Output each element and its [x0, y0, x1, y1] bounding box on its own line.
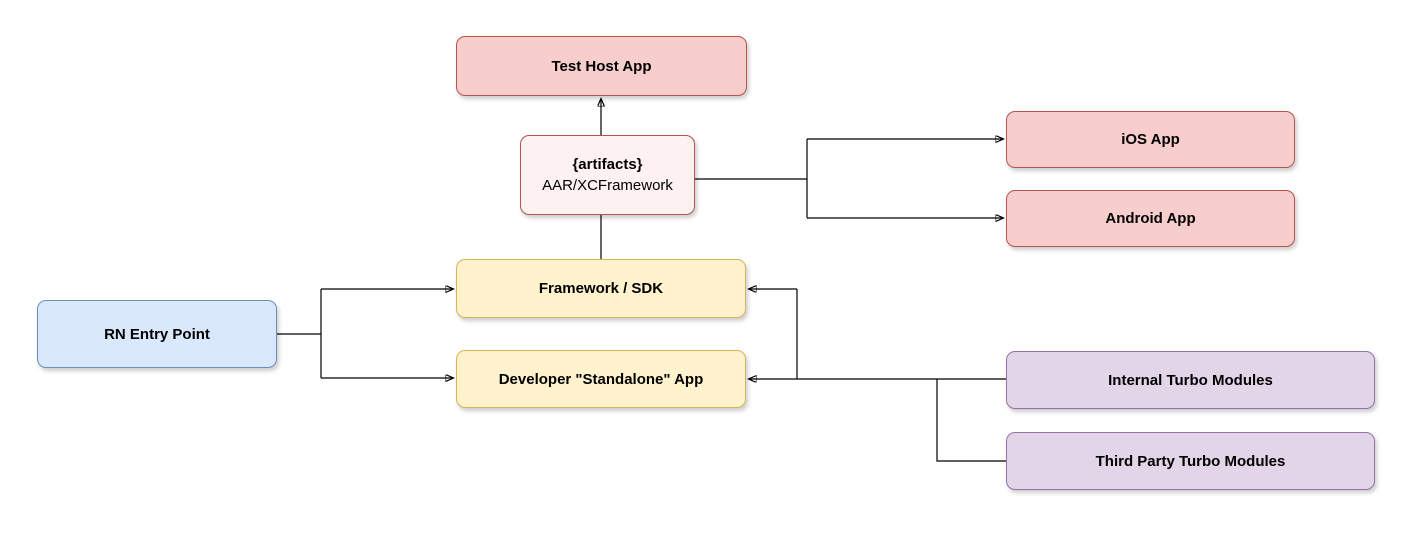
node-ios-app-label: iOS App: [1121, 131, 1180, 148]
node-developer-standalone-app[interactable]: Developer "Standalone" App: [456, 350, 746, 408]
node-third-party-turbo-modules-label: Third Party Turbo Modules: [1095, 452, 1286, 470]
node-framework-sdk-label: Framework / SDK: [538, 280, 664, 297]
node-test-host-app-label: Test Host App: [551, 57, 652, 75]
node-test-host-app[interactable]: Test Host App: [456, 36, 747, 96]
node-framework-sdk[interactable]: Framework / SDK: [456, 259, 746, 318]
node-internal-turbo-modules-label: Internal Turbo Modules: [1108, 371, 1273, 389]
node-rn-entry-point[interactable]: RN Entry Point: [37, 300, 277, 368]
node-internal-turbo-modules[interactable]: Internal Turbo Modules: [1006, 351, 1375, 409]
node-third-party-turbo-modules[interactable]: Third Party Turbo Modules: [1006, 432, 1375, 490]
node-artifacts-title: {artifacts}: [572, 156, 643, 173]
node-artifacts[interactable]: {artifacts} AAR/XCFramework: [520, 135, 695, 215]
edge-artifacts-right-stem: [695, 139, 808, 218]
node-android-app[interactable]: Android App: [1006, 190, 1295, 247]
node-artifacts-subtitle: AAR/XCFramework: [542, 177, 673, 194]
node-developer-standalone-app-label: Developer "Standalone" App: [498, 370, 704, 388]
node-rn-entry-point-label: RN Entry Point: [104, 325, 210, 343]
node-android-app-label: Android App: [1105, 210, 1196, 227]
node-ios-app[interactable]: iOS App: [1006, 111, 1295, 168]
edge-rn-stem: [277, 289, 322, 378]
edge-third-party-modules-join: [936, 379, 1006, 462]
